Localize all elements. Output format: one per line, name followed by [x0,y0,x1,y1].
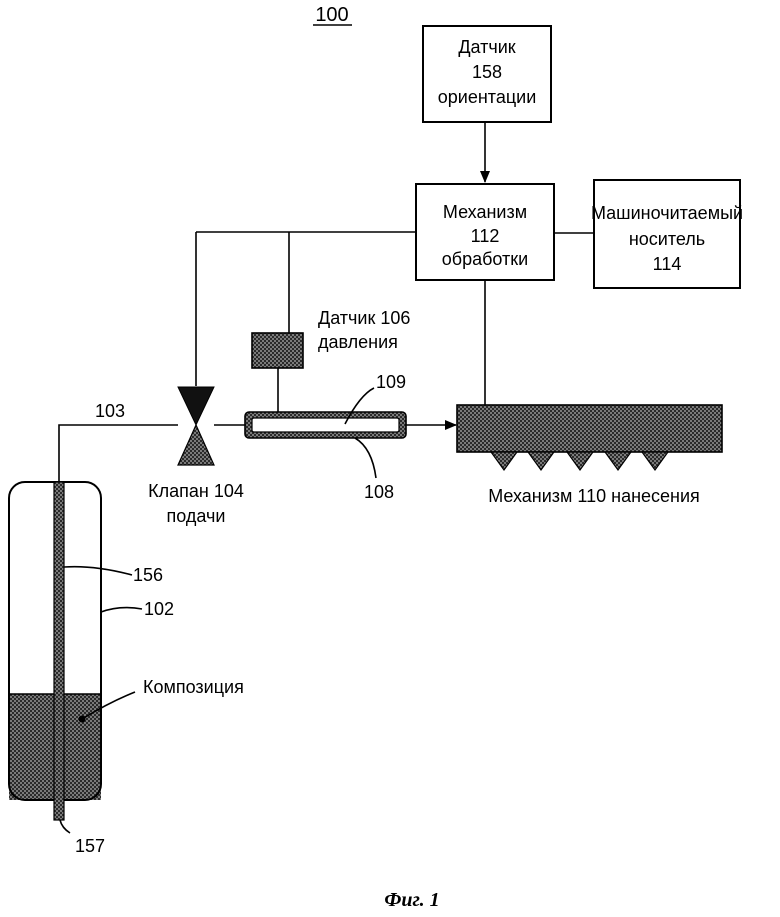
storage-medium-label-1: Машиночитаемый [591,203,743,223]
applicator-nozzle-2 [528,452,554,470]
pressure-sensor-label-2: давления [318,332,398,352]
storage-medium-label-2: носитель [629,229,705,249]
ref-109: 109 [376,372,406,392]
applicator-label: Механизм 110 нанесения [488,486,700,506]
leader-156 [64,567,132,575]
ref-157: 157 [75,836,105,856]
valve-lower-triangle [178,425,214,465]
feed-line-103 [59,425,178,482]
applicator-body [457,405,722,452]
leader-157 [60,820,70,833]
figure-caption: Фиг. 1 [384,889,439,911]
ref-103: 103 [95,401,125,421]
tube-channel-109 [252,418,399,432]
ref-102: 102 [144,599,174,619]
valve-label-2: подачи [167,506,226,526]
orientation-sensor-label-3: ориентации [438,87,537,107]
orientation-sensor-label-1: Датчик [458,37,515,57]
pressure-sensor-label-1: Датчик 106 [318,308,410,328]
composition-label: Композиция [143,677,244,697]
pressure-sensor-block [252,333,303,368]
valve-label-1: Клапан 104 [148,481,244,501]
valve-upper-triangle [178,387,214,425]
applicator-nozzle-5 [642,452,668,470]
ref-156: 156 [133,565,163,585]
ref-108: 108 [364,482,394,502]
orientation-sensor-label-2: 158 [472,62,502,82]
figure-number: 100 [315,4,348,26]
storage-medium-label-3: 114 [653,254,682,274]
processing-unit-label-2: 112 [471,226,500,246]
processing-unit-label-3: обработки [442,249,528,269]
leader-108 [355,438,376,478]
applicator-nozzle-3 [567,452,593,470]
processing-unit-label-1: Механизм [443,202,527,222]
dip-tube-156 [54,482,64,820]
applicator-nozzle-1 [491,452,517,470]
applicator-nozzle-4 [605,452,631,470]
leader-102 [101,608,142,612]
